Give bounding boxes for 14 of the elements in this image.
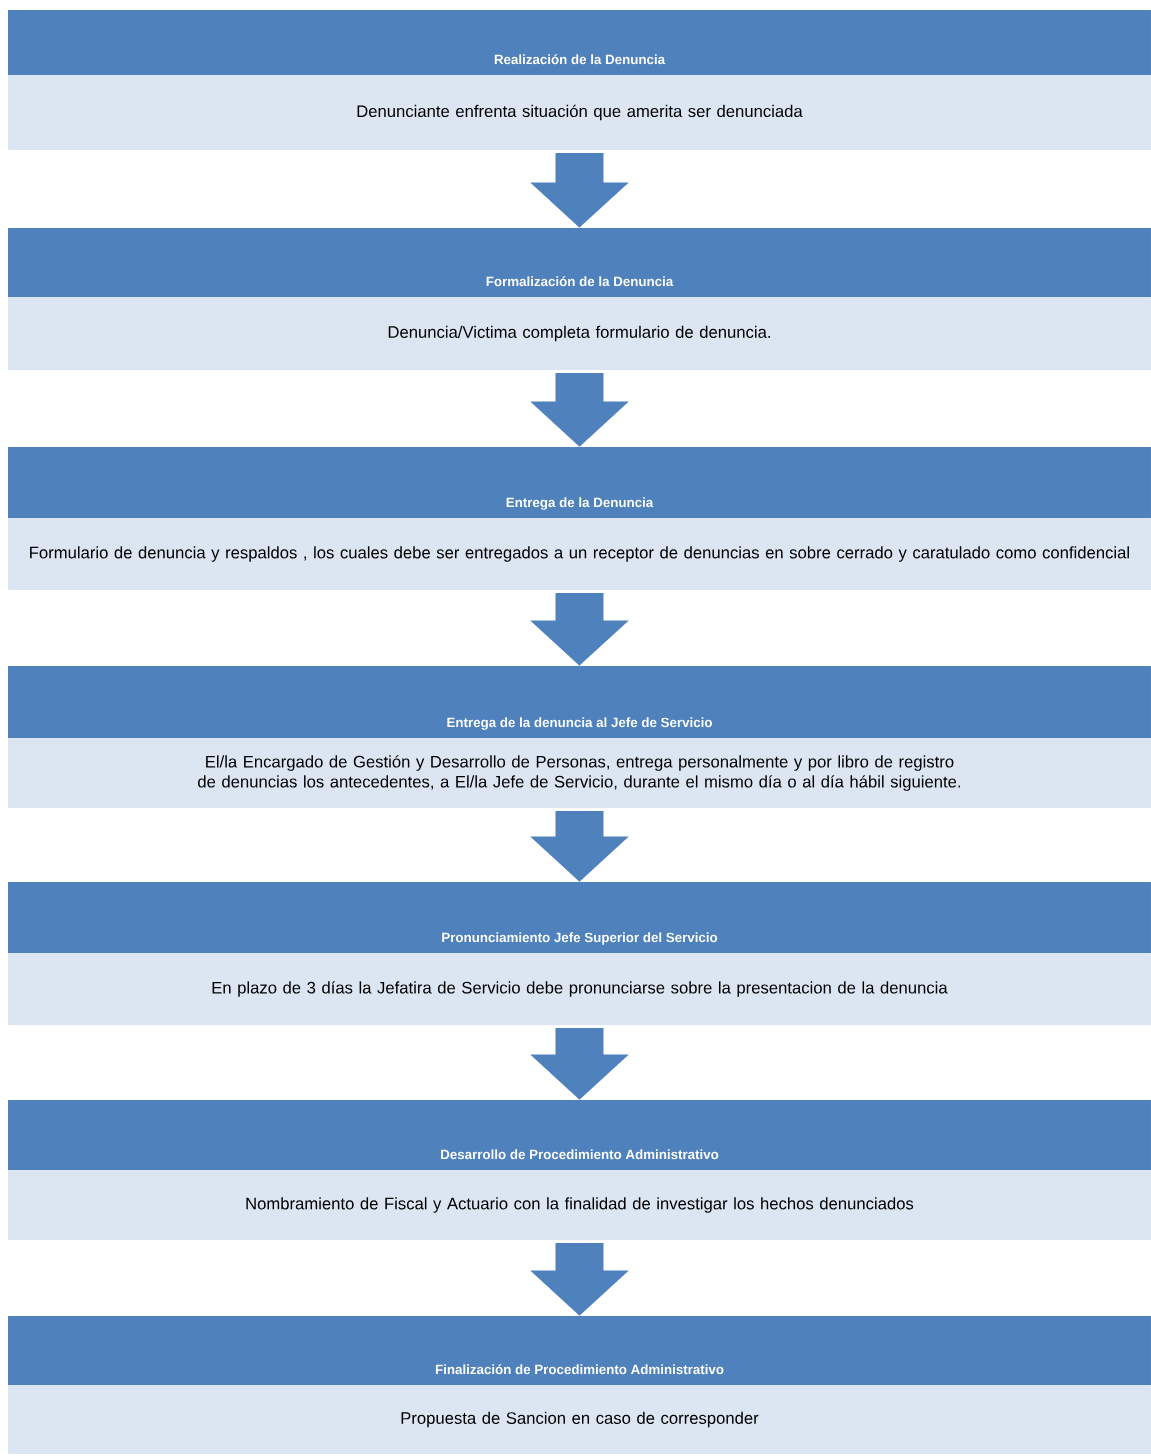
step-box: Pronunciamiento Jefe Superior del Servicio En plazo de 3 días la Jefatira de Servicio debe pronunciarse sobre la presentacion de la denuncia [8,882,1151,1025]
step-box: Entrega de la Denuncia Formulario de denuncia y respaldos , los cuales debe ser entregados a un receptor de denuncias en sobre cerrado y caratulado como confidencial [8,447,1151,590]
step-box: Formalización de la Denuncia Denuncia/Victima completa formulario de denuncia. [8,228,1151,370]
step-box: Desarrollo de Procedimiento Administrativo Nombramiento de Fiscal y Actuario con la finalidad de investigar los hechos denunciados [8,1100,1151,1240]
node-label: El/la Encargado de Gestión y Desarrollo de Personas, entrega personalmente y por libro de registro de denuncias los antecedentes, a El/la Jefe de Servicio, durante el mismo día o al día hábil siguiente. [198,755,961,791]
node-label: Pronunciamiento Jefe Superior del Servicio [442,932,718,945]
node-label: Finalización de Procedimiento Administrativo [435,1364,724,1375]
node-label: Entrega de la Denuncia [506,497,654,510]
step-box: Realización de la Denuncia Denunciante enfrenta situación que amerita ser denunciada [8,10,1151,150]
step-box: Entrega de la denuncia al Jefe de Servicio El/la Encargado de Gestión y Desarrollo de Personas, entrega personalmente y por libro de registro de denuncias los antecedentes, a El/la Jefe de Servicio, durante el mismo día o al día hábil siguiente. [8,666,1151,808]
node-label: Nombramiento de Fiscal y Actuario con la finalidad de investigar los hechos denunciados [246,1197,914,1213]
node-label: Realización de la Denuncia [494,54,666,65]
node-label: Formalización de la Denuncia [486,276,674,287]
step-box: Finalización de Procedimiento Administrativo Propuesta de Sancion en caso de corresponder [8,1316,1151,1454]
